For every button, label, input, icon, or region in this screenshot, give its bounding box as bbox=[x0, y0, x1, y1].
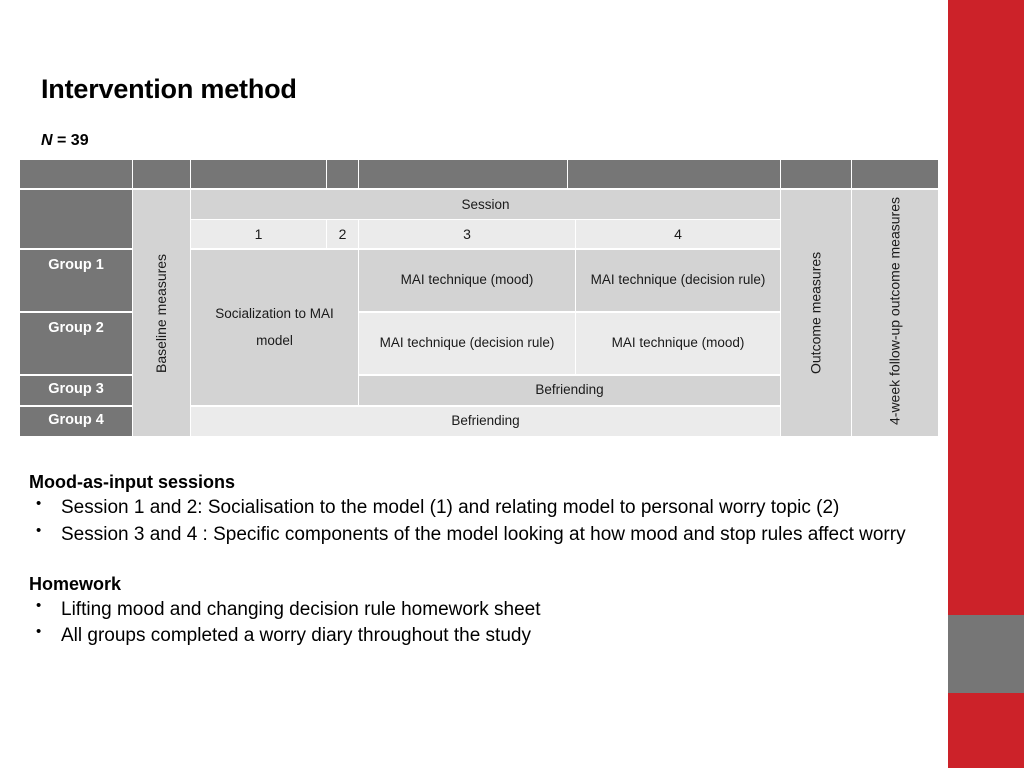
list-item: Session 1 and 2: Socialisation to the mo… bbox=[29, 494, 909, 521]
heading-mood-as-input-sessions: Mood-as-input sessions bbox=[29, 472, 236, 492]
decorative-rail-red-top bbox=[948, 0, 1024, 615]
decorative-rail-red-bottom bbox=[948, 693, 1024, 768]
header-session-4: 4 bbox=[576, 220, 780, 248]
list-homework: Lifting mood and changing decision rule … bbox=[29, 596, 909, 650]
session-1-label: 1 bbox=[254, 226, 263, 242]
heading-homework: Homework bbox=[29, 573, 122, 594]
column-baseline-measures: Baseline measures bbox=[133, 190, 190, 436]
group1-session4-text: MAI technique (decision rule) bbox=[590, 272, 766, 288]
header-band-segment-3 bbox=[191, 160, 326, 188]
cell-group2-session4: MAI technique (mood) bbox=[576, 313, 780, 374]
list-item: Lifting mood and changing decision rule … bbox=[29, 596, 909, 623]
row-label-group-1: Group 1 bbox=[20, 250, 132, 311]
group2-session4-text: MAI technique (mood) bbox=[611, 335, 745, 351]
table-corner-blank bbox=[20, 190, 132, 248]
session-2-label: 2 bbox=[338, 226, 347, 242]
group-4-label: Group 4 bbox=[48, 412, 104, 428]
cell-group1-session4: MAI technique (decision rule) bbox=[576, 250, 780, 311]
group3-befriending-text: Befriending bbox=[535, 382, 604, 398]
cell-group1-session3: MAI technique (mood) bbox=[359, 250, 575, 311]
decorative-rail-gray bbox=[948, 615, 1024, 693]
group2-session3-text: MAI technique (decision rule) bbox=[379, 335, 555, 351]
sample-size-symbol: N bbox=[41, 132, 53, 149]
header-session-3: 3 bbox=[359, 220, 575, 248]
header-band-segment-1 bbox=[20, 160, 132, 188]
header-band-segment-7 bbox=[781, 160, 851, 188]
header-session-2: 2 bbox=[327, 220, 358, 248]
session-4-label: 4 bbox=[674, 226, 682, 242]
group-3-label: Group 3 bbox=[48, 381, 104, 397]
header-session-1: 1 bbox=[191, 220, 326, 248]
header-session: Session bbox=[191, 190, 780, 219]
followup-measures-label: 4-week follow-up outcome measures bbox=[886, 197, 903, 425]
page-title: Intervention method bbox=[41, 74, 297, 104]
cell-socialization-to-mai-model: Socialization to MAI model bbox=[191, 250, 358, 405]
group-1-label: Group 1 bbox=[48, 257, 104, 273]
row-label-group-2: Group 2 bbox=[20, 313, 132, 374]
sample-size-line: N = 39 bbox=[41, 132, 89, 150]
slide-body: Mood-as-input sessions Session 1 and 2: … bbox=[29, 472, 909, 650]
header-band-segment-5 bbox=[359, 160, 567, 188]
column-outcome-measures: Outcome measures bbox=[781, 190, 851, 436]
row-label-group-4: Group 4 bbox=[20, 407, 132, 436]
session-header-label: Session bbox=[461, 197, 510, 212]
cell-group4-befriending: Befriending bbox=[191, 407, 780, 436]
header-band-segment-4 bbox=[327, 160, 358, 188]
outcome-measures-label: Outcome measures bbox=[807, 251, 824, 375]
sample-size-value: = 39 bbox=[52, 132, 89, 149]
list-item: Session 3 and 4 : Specific components of… bbox=[29, 521, 909, 548]
header-band-segment-8 bbox=[852, 160, 938, 188]
list-mood-as-input-sessions: Session 1 and 2: Socialisation to the mo… bbox=[29, 494, 909, 548]
header-band-segment-2 bbox=[133, 160, 190, 188]
header-band-segment-6 bbox=[568, 160, 780, 188]
baseline-measures-label: Baseline measures bbox=[153, 253, 170, 373]
cell-group3-befriending: Befriending bbox=[359, 376, 780, 405]
group1-session3-text: MAI technique (mood) bbox=[400, 272, 534, 288]
socialization-text: Socialization to MAI model bbox=[215, 306, 334, 348]
row-label-group-3: Group 3 bbox=[20, 376, 132, 405]
group-2-label: Group 2 bbox=[48, 320, 104, 336]
cell-group2-session3: MAI technique (decision rule) bbox=[359, 313, 575, 374]
column-followup-measures: 4-week follow-up outcome measures bbox=[852, 190, 938, 436]
group4-befriending-text: Befriending bbox=[451, 413, 520, 429]
session-3-label: 3 bbox=[463, 226, 471, 242]
intervention-design-table: Baseline measures Session 1 2 3 4 Outcom… bbox=[20, 160, 938, 437]
list-item: All groups completed a worry diary throu… bbox=[29, 622, 909, 649]
